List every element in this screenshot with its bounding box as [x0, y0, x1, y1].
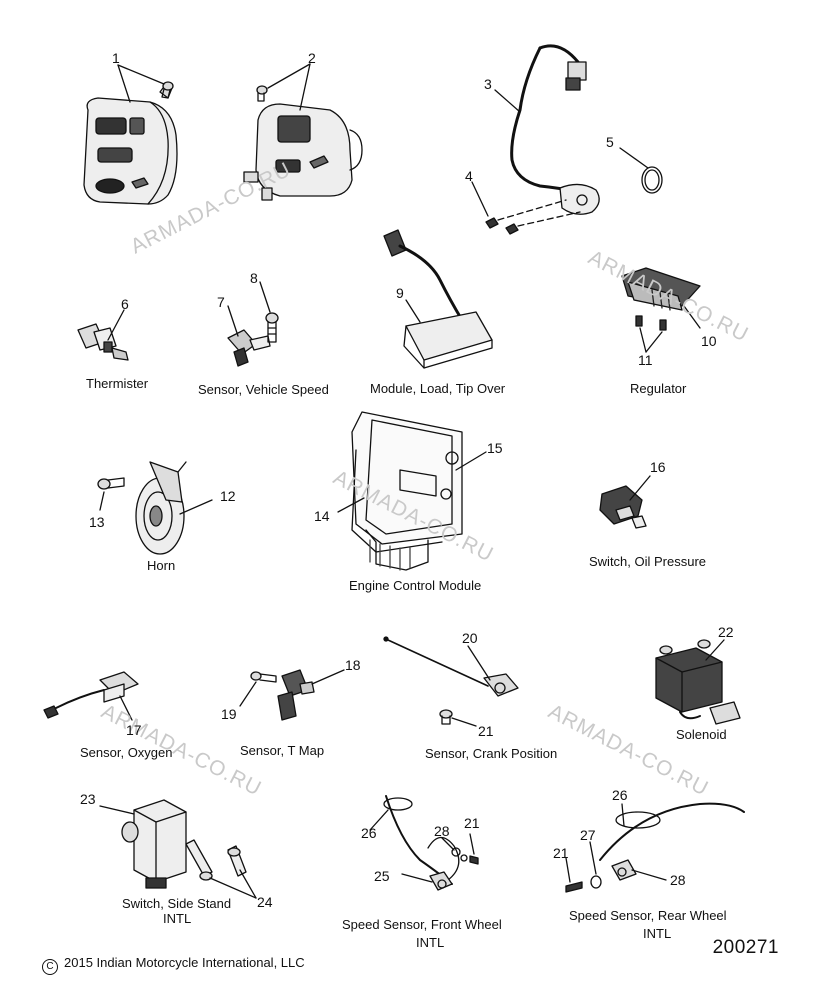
callout-number: 11	[638, 352, 653, 368]
vehicle-speed-sensor-part	[227, 329, 271, 367]
callout-number: 18	[345, 657, 361, 673]
t-map-sensor-part	[277, 669, 315, 721]
label-oxygen-sensor: Sensor, Oxygen	[80, 745, 173, 760]
callout-number: 3	[484, 76, 492, 92]
callout-number: 23	[80, 791, 96, 807]
bolt-part-13	[97, 477, 125, 490]
label-vehicle-speed-sensor: Sensor, Vehicle Speed	[198, 382, 329, 397]
label-crank-position-sensor: Sensor, Crank Position	[425, 746, 558, 761]
screw-part-2	[256, 85, 268, 102]
callout-number: 10	[701, 333, 717, 349]
side-stand-switch-part	[121, 799, 187, 889]
o-ring-part-5	[641, 166, 663, 194]
callout-number: 1	[112, 50, 120, 66]
callout-number: 26	[612, 787, 628, 803]
label-tip-over-module: Module, Load, Tip Over	[370, 381, 506, 396]
label-t-map-sensor: Sensor, T Map	[240, 743, 325, 758]
label-rear-wheel-speed-sensor: Speed Sensor, Rear Wheel	[569, 908, 727, 923]
left-switch-housing-part	[83, 83, 178, 205]
callout-number: 5	[606, 134, 614, 150]
right-switch-housing-part	[243, 103, 363, 201]
oil-pressure-switch-part	[599, 485, 647, 529]
cable-sensor-part-3	[510, 44, 600, 215]
label-side-stand-intl: INTL	[163, 911, 192, 926]
label-regulator: Regulator	[630, 381, 687, 396]
callout-number: 24	[257, 894, 273, 910]
label-thermister: Thermister	[86, 376, 149, 391]
callout-number: 6	[121, 296, 129, 312]
bolt-part-8	[265, 312, 279, 343]
rear-wheel-speed-sensor-part	[565, 802, 745, 893]
callout-number: 7	[217, 294, 225, 310]
callout-number: 25	[374, 868, 390, 884]
label-solenoid: Solenoid	[676, 727, 727, 742]
callout-number: 4	[465, 168, 473, 184]
label-front-wheel-intl: INTL	[416, 935, 445, 950]
callout-number: 21	[553, 845, 569, 861]
copyright-notice: C 2015 Indian Motorcycle International, L…	[42, 955, 305, 975]
screw-part-1	[161, 81, 174, 99]
callout-number: 27	[580, 827, 596, 843]
solenoid-part	[655, 639, 741, 725]
label-rear-wheel-intl: INTL	[643, 926, 672, 941]
callout-number: 21	[464, 815, 480, 831]
callout-number: 17	[126, 722, 142, 738]
callout-number: 8	[250, 270, 258, 286]
thermister-part	[77, 323, 129, 361]
callout-number: 14	[314, 508, 330, 524]
screw-part-11	[635, 315, 667, 331]
label-horn: Horn	[147, 558, 176, 573]
regulator-part	[621, 267, 701, 311]
front-wheel-speed-sensor-part	[383, 795, 479, 891]
label-oil-pressure-switch: Switch, Oil Pressure	[589, 554, 707, 569]
copyright-text: 2015 Indian Motorcycle International, LL…	[64, 955, 305, 970]
callout-number: 21	[478, 723, 494, 739]
crank-position-sensor-part	[383, 636, 519, 697]
callout-number: 9	[396, 285, 404, 301]
diagram-number: 200271	[712, 937, 779, 958]
bolt-part-21a	[439, 709, 453, 725]
callout-number: 19	[221, 706, 237, 722]
callout-number: 13	[89, 514, 105, 530]
callout-number: 28	[670, 872, 686, 888]
screw-part-4	[485, 199, 581, 235]
label-side-stand-switch: Switch, Side Stand	[122, 896, 232, 911]
callout-number: 15	[487, 440, 503, 456]
callout-number: 28	[434, 823, 450, 839]
callout-number: 16	[650, 459, 666, 475]
callout-number: 20	[462, 630, 478, 646]
callout-number: 12	[220, 488, 236, 504]
label-front-wheel-speed-sensor: Speed Sensor, Front Wheel	[342, 917, 502, 932]
bolt-part-19	[250, 671, 277, 683]
tip-over-module-part	[383, 229, 493, 369]
copyright-icon: C	[42, 959, 58, 975]
bolt-part-24	[185, 839, 247, 881]
engine-control-module-part	[351, 411, 463, 571]
callout-number: 22	[718, 624, 734, 640]
callout-number: 26	[361, 825, 377, 841]
callout-number: 2	[308, 50, 316, 66]
horn-part	[135, 461, 187, 555]
label-engine-control-module: Engine Control Module	[349, 578, 482, 593]
oxygen-sensor-part	[43, 671, 139, 719]
